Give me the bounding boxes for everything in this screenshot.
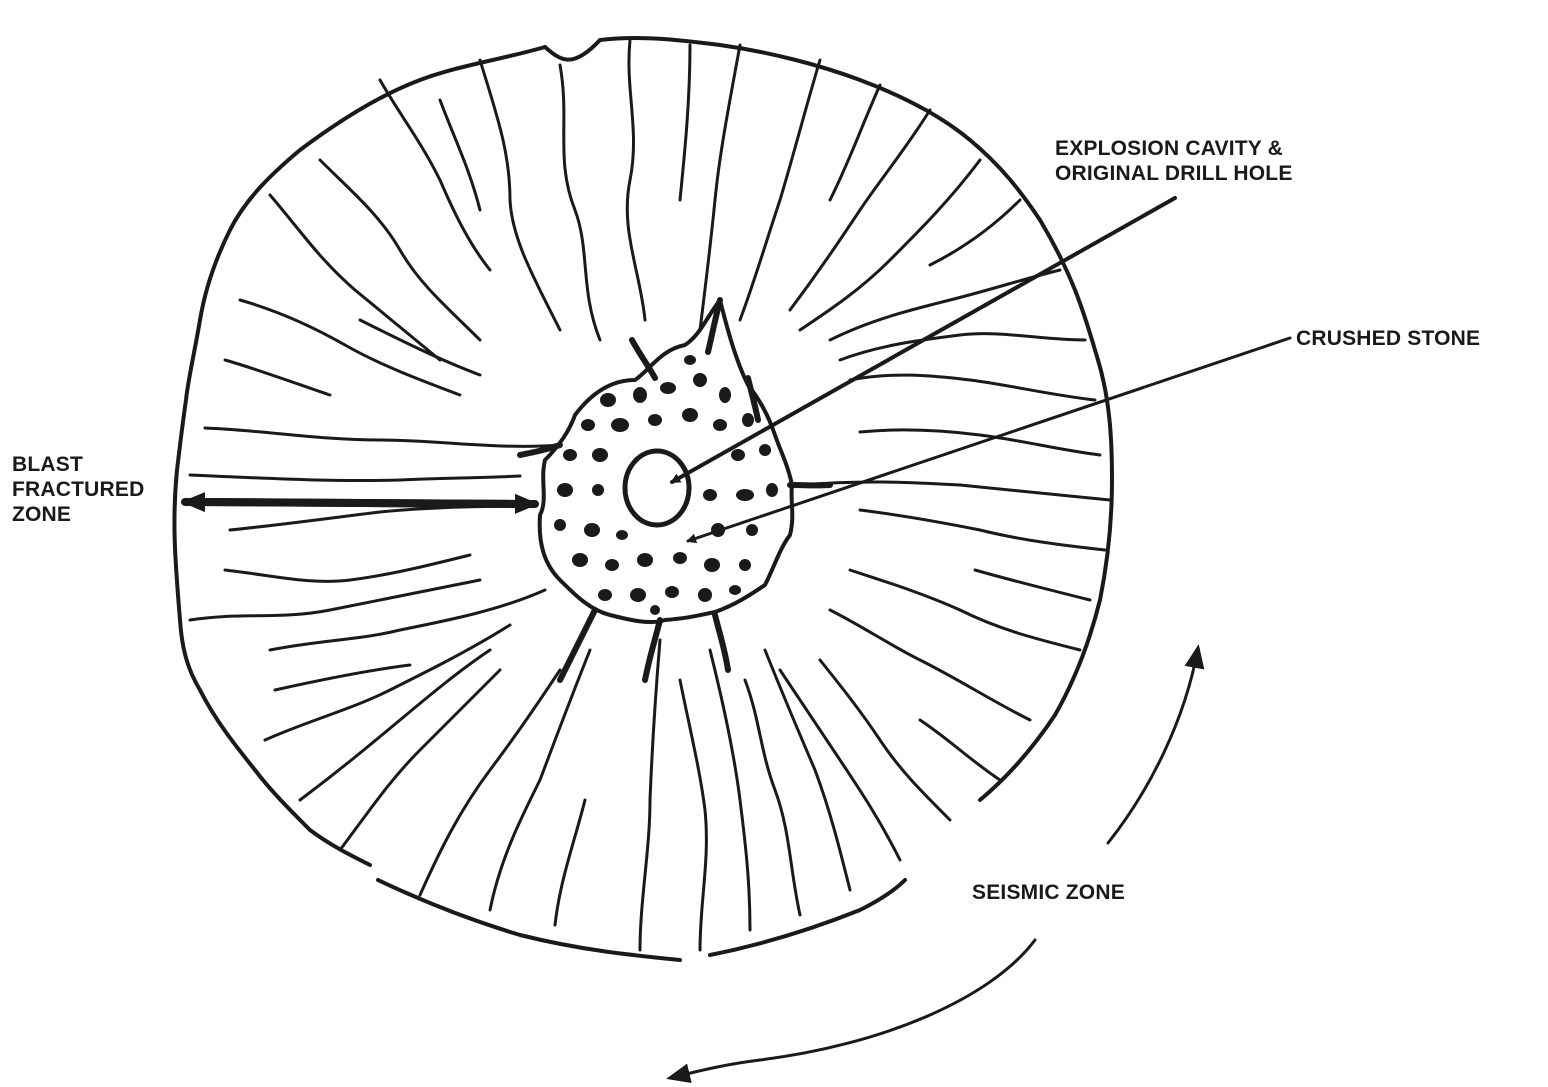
seismic-arrow-up [1108, 648, 1198, 843]
stone-fragment [554, 519, 566, 531]
boundary-bottom-right [710, 880, 905, 955]
stone-fragment [592, 484, 604, 496]
fracture-line [850, 375, 1095, 400]
fracture-line [680, 45, 690, 200]
fracture-line [275, 665, 410, 690]
fracture-line [190, 580, 480, 620]
stone-fragment [703, 489, 717, 501]
fracture-line [850, 570, 1080, 650]
fracture-line [975, 570, 1090, 600]
boundary-bottom [378, 880, 680, 960]
fracture-root [560, 610, 595, 680]
stone-fragment [648, 414, 662, 426]
stone-fragment [682, 408, 698, 422]
stone-fragment [729, 585, 741, 595]
fracture-root [715, 615, 728, 670]
fracture-line [710, 650, 750, 930]
stone-fragment [673, 552, 687, 564]
crushed-stone-label: CRUSHED STONE [1296, 326, 1480, 351]
stone-fragment [630, 588, 646, 602]
fracture-line [230, 506, 530, 530]
stone-fragment [572, 553, 588, 567]
stone-fragment [736, 489, 754, 501]
fracture-line [840, 334, 1085, 360]
fracture-line [225, 555, 470, 581]
stone-fragment [581, 419, 595, 431]
fracture-line [205, 428, 560, 446]
stone-fragment [766, 483, 778, 497]
fracture-line [225, 360, 330, 395]
fracture-line [800, 160, 980, 330]
fracture-line [800, 482, 1110, 500]
stone-fragment [650, 605, 660, 615]
explosion-cavity [625, 451, 689, 525]
seismic-arrow-down [670, 940, 1035, 1078]
fracture-line [780, 670, 900, 860]
stone-fragment [563, 449, 577, 461]
stone-fragment [633, 387, 647, 403]
explosion-cavity-leader [672, 198, 1175, 482]
stone-fragment [684, 355, 696, 365]
explosion-cavity-label-line2: ORIGINAL DRILL HOLE [1055, 161, 1293, 186]
stone-fragment [611, 418, 629, 432]
fracture-line [765, 650, 850, 890]
stone-fragment [713, 419, 727, 431]
fracture-line [320, 160, 480, 340]
stone-fragment [557, 483, 573, 497]
stone-fragment [731, 449, 745, 461]
stone-fragment [637, 553, 653, 567]
fracture-line [340, 670, 500, 850]
stone-fragment [739, 559, 751, 571]
explosion-cavity-label: EXPLOSION CAVITY & ORIGINAL DRILL HOLE [1055, 136, 1293, 186]
fracture-line [360, 320, 480, 375]
fracture-line [700, 45, 740, 330]
stone-fragment [719, 387, 731, 403]
fracture-line [270, 195, 440, 360]
fracture-line [560, 65, 600, 340]
fracture-line [920, 720, 1000, 780]
blast-label-line1: BLAST [12, 452, 144, 477]
blast-label-line2: FRACTURED [12, 477, 144, 502]
stone-fragment [660, 382, 676, 394]
stone-fragment [742, 413, 754, 427]
stone-fragment [592, 448, 608, 462]
fracture-line [640, 640, 660, 950]
stone-fragment [598, 589, 612, 601]
fracture-line [860, 510, 1105, 550]
boundary-right [980, 360, 1112, 800]
blast-zone-arrow-left [185, 502, 520, 504]
stone-fragment [584, 523, 600, 537]
stone-fragment [698, 588, 712, 602]
fracture-line [740, 60, 820, 320]
leader-arrows [185, 198, 1290, 541]
stone-fragment [693, 373, 707, 387]
fracture-line [790, 110, 930, 310]
fracture-line [270, 590, 545, 650]
fracture-line [680, 680, 706, 950]
fracture-line [555, 800, 585, 925]
stone-fragment [600, 393, 616, 407]
fracture-line [190, 475, 520, 481]
fracture-line [490, 650, 590, 910]
seismic-arrows [670, 648, 1198, 1078]
seismic-zone-label: SEISMIC ZONE [972, 880, 1125, 905]
fracture-line [480, 60, 560, 330]
stone-fragment [759, 444, 771, 456]
stone-fragment [616, 530, 628, 540]
stone-fragment [746, 524, 758, 536]
stone-fragment [704, 558, 720, 572]
explosion-cavity-label-line1: EXPLOSION CAVITY & [1055, 136, 1293, 161]
fracture-line [820, 660, 950, 820]
blast-label-line3: ZONE [12, 502, 144, 527]
stone-fragment [665, 586, 679, 598]
boundary-left [174, 47, 545, 865]
fracture-line [627, 40, 645, 320]
fracture-line [830, 85, 880, 200]
blast-fractured-zone-label: BLAST FRACTURED ZONE [12, 452, 144, 527]
fracture-line [265, 625, 510, 740]
stone-fragment [605, 559, 619, 571]
fracture-line [930, 200, 1020, 265]
